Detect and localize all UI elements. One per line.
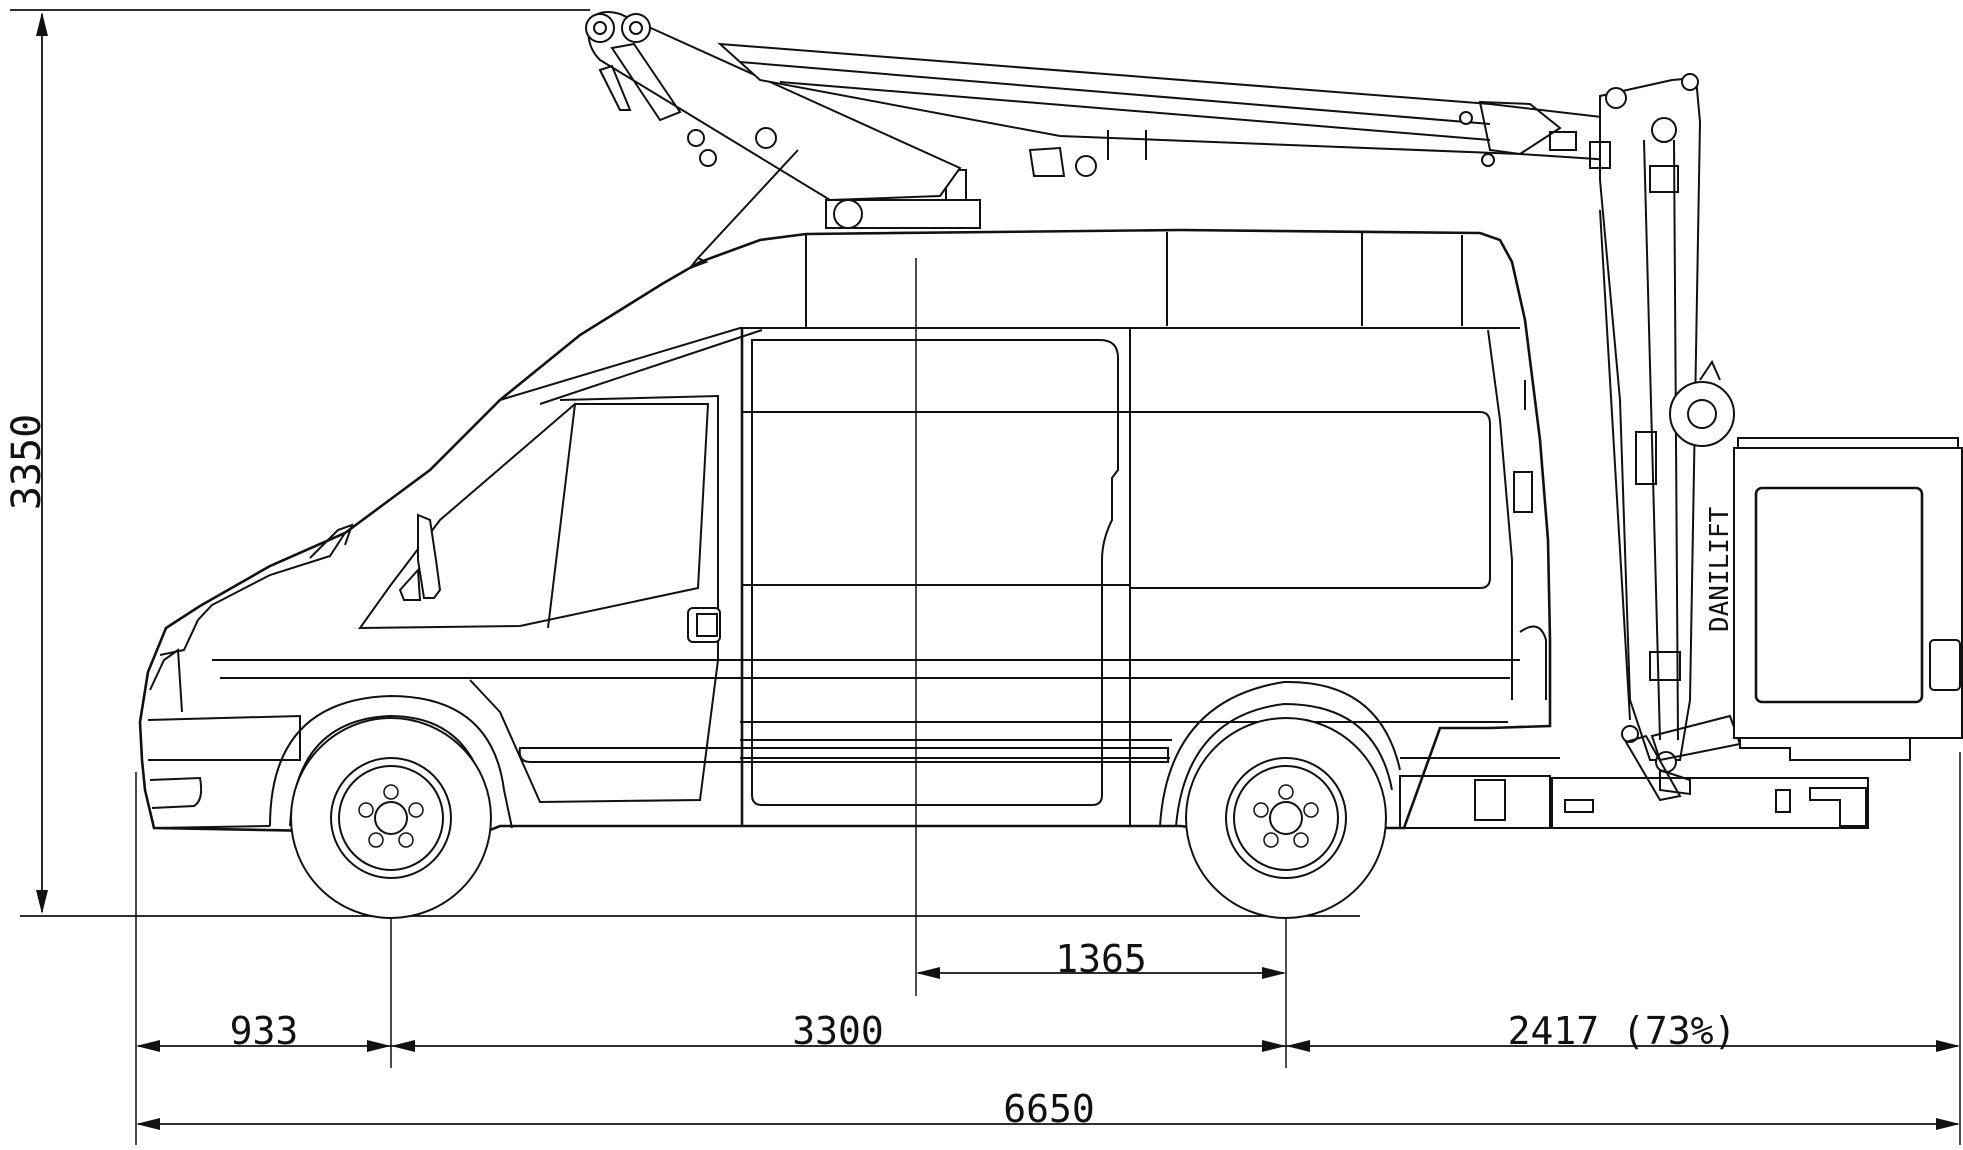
rear-chassis bbox=[1399, 757, 1869, 829]
overall-length-value: 6650 bbox=[1003, 1087, 1095, 1131]
front-overhang-value: 933 bbox=[230, 1009, 299, 1053]
height-dimension: 3350 bbox=[4, 9, 1360, 917]
rear-overhang-value: 2417 (73%) bbox=[1508, 1009, 1737, 1053]
overall-length-dimension: 6650 bbox=[136, 1087, 1960, 1131]
aerial-lift-boom: DANILIFT bbox=[585, 11, 1742, 802]
work-platform-basket bbox=[1733, 437, 1963, 761]
boom-offset-value: 1365 bbox=[1055, 937, 1147, 981]
boom-offset-dimension: 1365 bbox=[916, 937, 1286, 981]
height-value: 3350 bbox=[4, 414, 50, 510]
front-wheel bbox=[290, 717, 492, 919]
brand-label: DANILIFT bbox=[1705, 506, 1735, 632]
van-body bbox=[138, 228, 1552, 836]
rear-wheel bbox=[1185, 717, 1387, 919]
segment-dimensions: 933 3300 2417 (73%) bbox=[136, 1009, 1960, 1053]
wheelbase-value: 3300 bbox=[792, 1009, 884, 1053]
